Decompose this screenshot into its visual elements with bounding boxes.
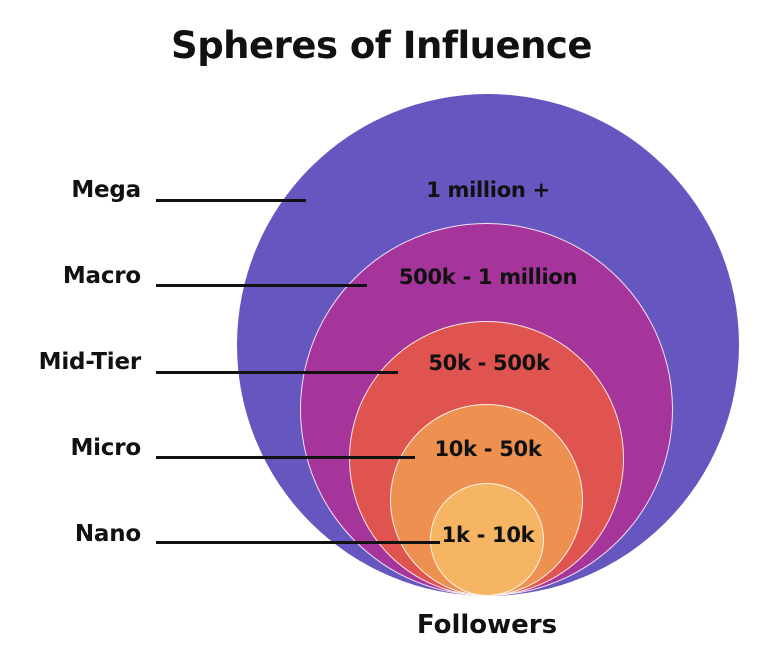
tier-label-micro: Micro xyxy=(70,435,141,461)
leader-line-macro xyxy=(156,284,367,287)
tier-label-nano: Nano xyxy=(74,521,141,547)
sphere-nano xyxy=(430,483,544,596)
leader-line-mega xyxy=(156,199,306,202)
range-label-mega: 1 million + xyxy=(426,178,550,202)
tier-label-mid-tier: Mid-Tier xyxy=(38,349,142,375)
range-label-nano: 1k - 10k xyxy=(441,523,535,547)
chart-title: Spheres of Influence xyxy=(171,24,592,67)
tier-label-macro: Macro xyxy=(62,263,141,289)
range-label-micro: 10k - 50k xyxy=(434,437,542,461)
leader-line-micro xyxy=(156,456,415,459)
range-label-mid-tier: 50k - 500k xyxy=(428,351,550,375)
tier-label-mega: Mega xyxy=(71,177,141,203)
axis-label-followers: Followers xyxy=(416,610,558,640)
leader-line-mid-tier xyxy=(156,371,398,374)
leader-line-nano xyxy=(156,541,440,544)
range-label-macro: 500k - 1 million xyxy=(398,265,578,289)
